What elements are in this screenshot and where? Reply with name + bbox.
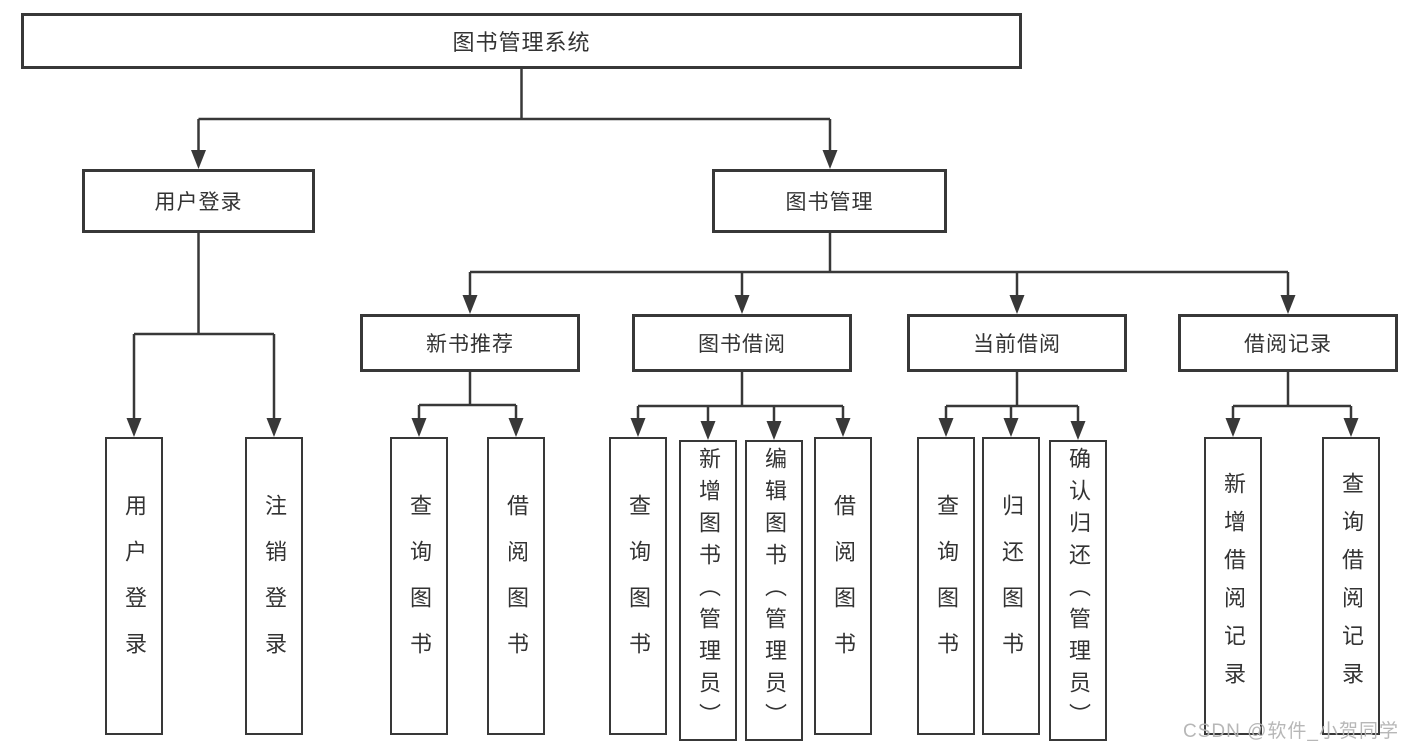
leaf-query-books-borrow: 查询图书 [609, 437, 667, 735]
leaf-return-books: 归还图书 [982, 437, 1040, 735]
leaf-query-borrow-record: 查询借阅记录 [1322, 437, 1380, 735]
arrowhead [938, 418, 954, 437]
leaf-edit-books-admin: 编辑图书（管理员） [745, 440, 803, 741]
arrowhead [1009, 295, 1025, 314]
arrowhead [1280, 295, 1296, 314]
node-user-login: 用户登录 [82, 169, 315, 233]
leaf-logout: 注销登录 [245, 437, 303, 735]
arrowhead [835, 418, 851, 437]
leaf-label: 借阅图书 [504, 494, 529, 678]
arrowhead [1343, 418, 1359, 437]
arrowhead [462, 295, 478, 314]
leaf-borrow-books-newbook: 借阅图书 [487, 437, 545, 735]
leaf-query-books-newbook: 查询图书 [390, 437, 448, 735]
leaf-query-books-current: 查询图书 [917, 437, 975, 735]
arrowhead [191, 150, 206, 169]
arrowhead [411, 418, 427, 437]
leaf-borrow-books: 借阅图书 [814, 437, 872, 735]
node-root-system: 图书管理系统 [21, 13, 1022, 69]
node-book-borrow: 图书借阅 [632, 314, 852, 372]
node-borrow-record: 借阅记录 [1178, 314, 1398, 372]
arrowhead [508, 418, 524, 437]
arrowhead [700, 421, 716, 440]
arrowhead [1070, 421, 1086, 440]
arrowhead [822, 150, 838, 169]
arrowhead [126, 418, 142, 437]
leaf-user-login: 用户登录 [105, 437, 163, 735]
leaf-label: 查询图书 [626, 494, 651, 678]
leaf-confirm-return-admin: 确认归还（管理员） [1049, 440, 1107, 741]
node-current-borrow: 当前借阅 [907, 314, 1127, 372]
node-new-book-recommend: 新书推荐 [360, 314, 580, 372]
arrowhead [266, 418, 282, 437]
csdn-watermark: CSDN @软件_小贺同学 [1183, 721, 1399, 742]
arrowhead [1225, 418, 1241, 437]
leaf-add-borrow-record: 新增借阅记录 [1204, 437, 1262, 735]
leaf-label: 查询图书 [934, 494, 959, 678]
leaf-label: 借阅图书 [831, 494, 856, 678]
leaf-label: 注销登录 [262, 494, 287, 678]
arrowhead [766, 421, 782, 440]
leaf-label: 归还图书 [999, 494, 1024, 678]
leaf-label: 用户登录 [122, 494, 147, 678]
node-book-management: 图书管理 [712, 169, 947, 233]
leaf-add-books-admin: 新增图书（管理员） [679, 440, 737, 741]
leaf-label: 新增借阅记录 [1221, 472, 1246, 700]
leaf-label: 查询借阅记录 [1339, 472, 1364, 700]
arrowhead [734, 295, 750, 314]
leaf-label: 确认归还（管理员） [1066, 446, 1091, 735]
arrowhead [630, 418, 646, 437]
leaf-label: 查询图书 [407, 494, 432, 678]
leaf-label: 编辑图书（管理员） [762, 446, 787, 735]
arrowhead [1003, 418, 1019, 437]
leaf-label: 新增图书（管理员） [696, 446, 721, 735]
